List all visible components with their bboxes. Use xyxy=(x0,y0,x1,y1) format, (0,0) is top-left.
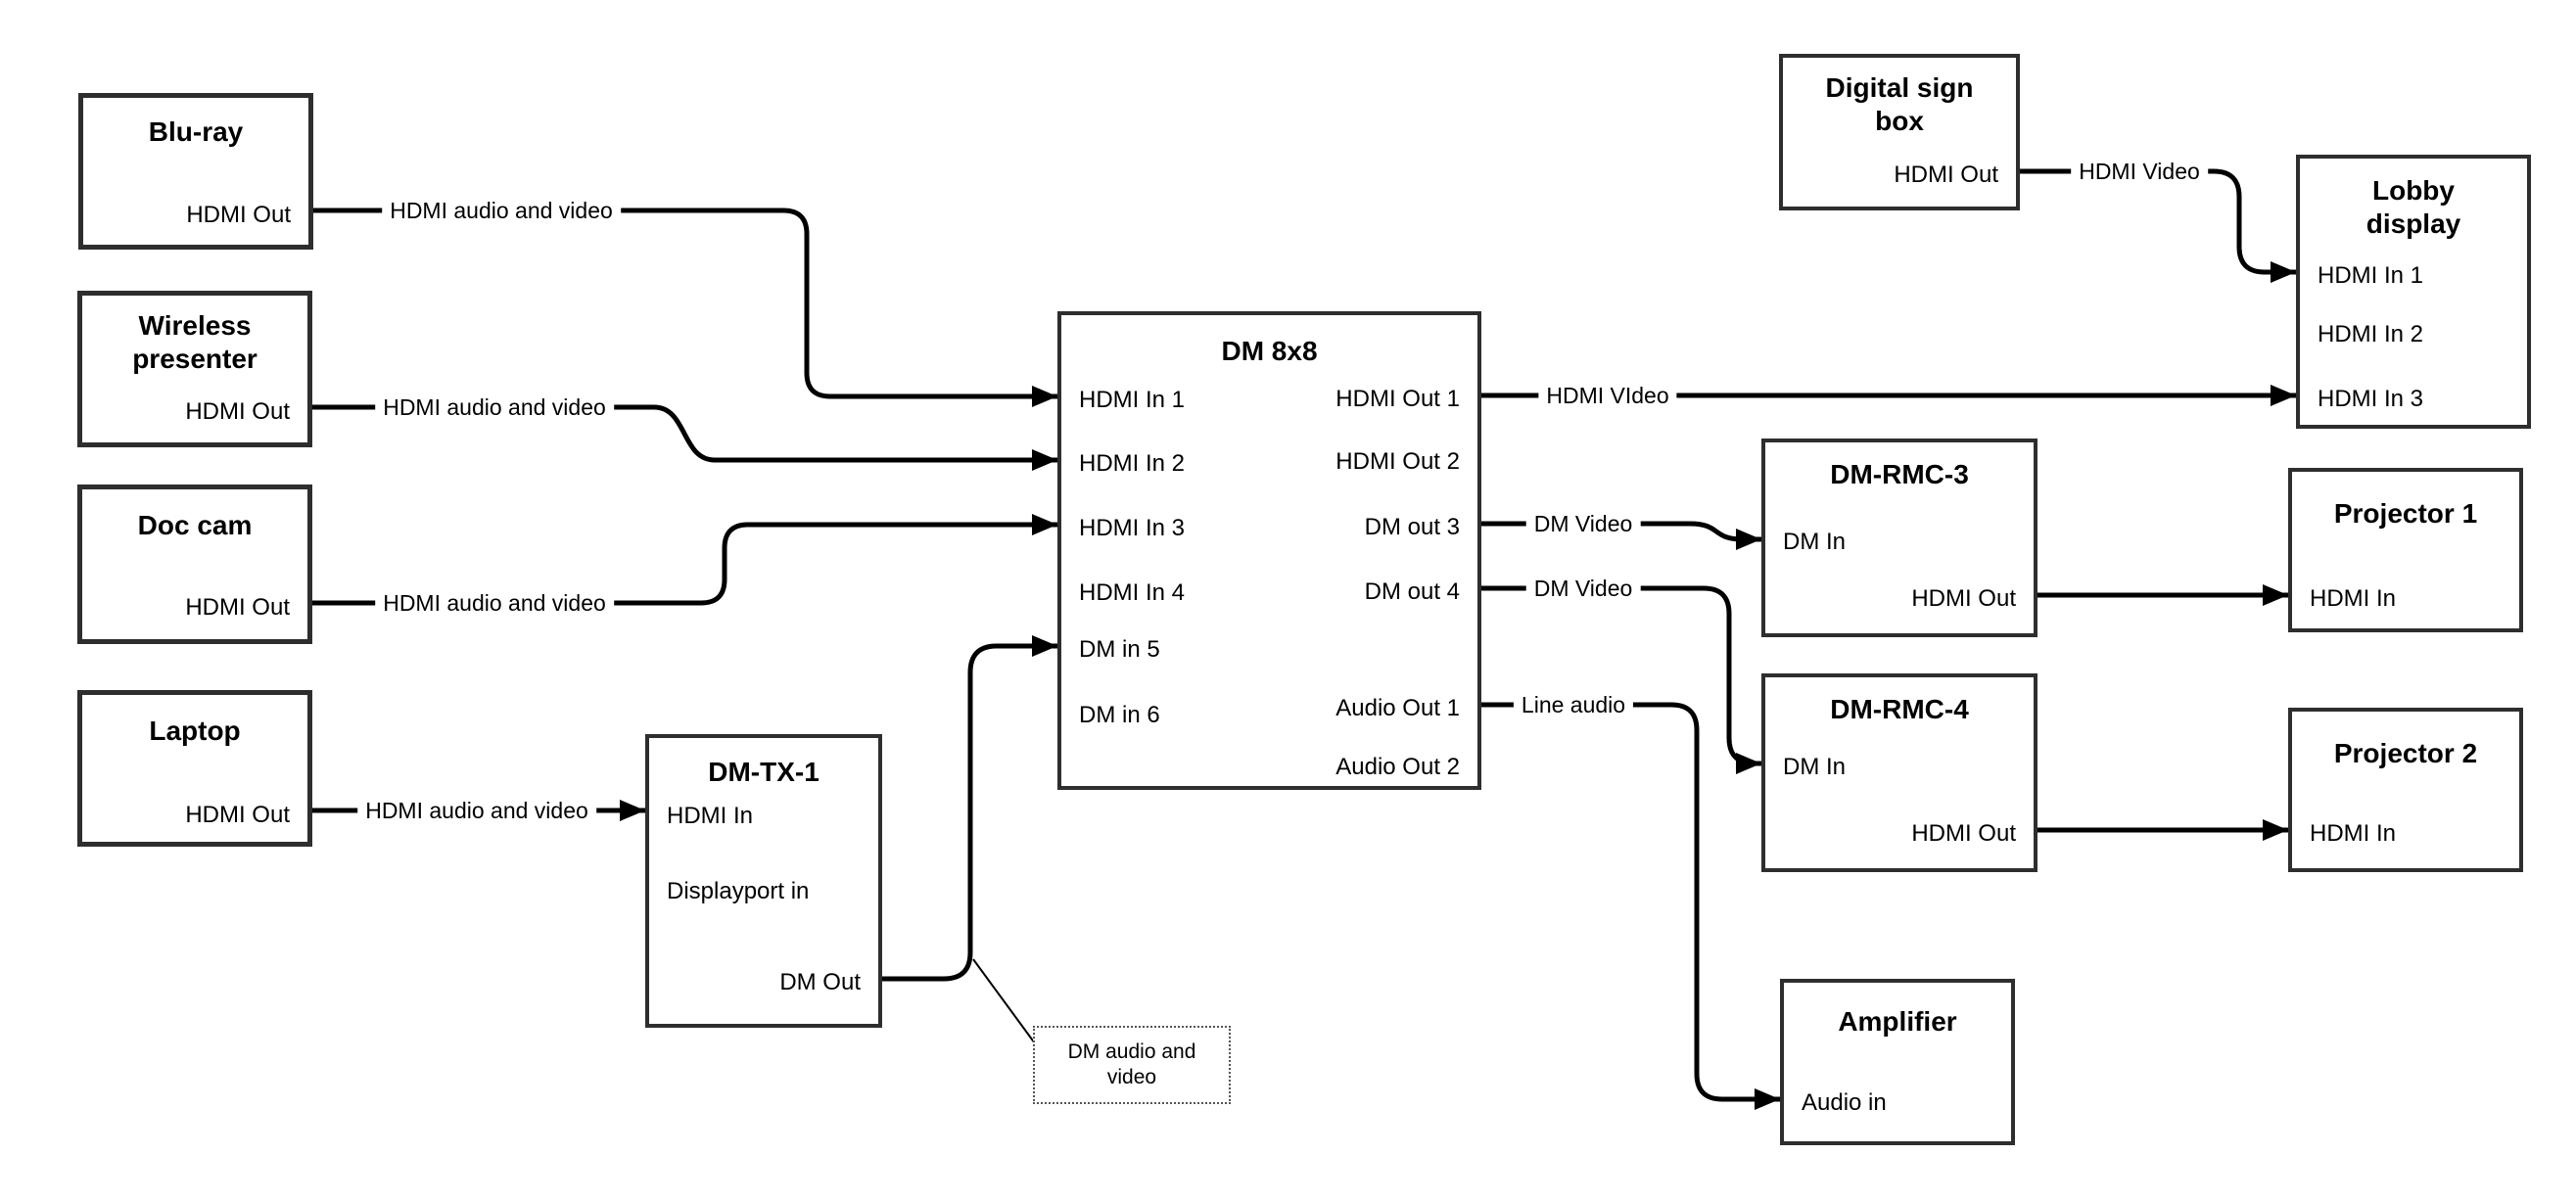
port-hdmi-out: HDMI Out xyxy=(185,398,290,425)
node-title: Amplifier xyxy=(1838,1006,1957,1037)
node-dm-rmc-4: DM-RMC-4 DM In HDMI Out xyxy=(1761,673,2037,872)
edge-label-hdmi-video-sign: HDMI Video xyxy=(2071,158,2208,185)
port-dm-out-4: DM out 4 xyxy=(1364,578,1460,605)
port-dm-in-5: DM in 5 xyxy=(1079,636,1160,663)
port-hdmi-in-3: HDMI In 3 xyxy=(2318,386,2424,412)
port-hdmi-in-2: HDMI In 2 xyxy=(1079,450,1186,477)
node-title: DM-TX-1 xyxy=(708,757,820,787)
node-title: Projector 1 xyxy=(2333,498,2478,529)
port-dm-in-6: DM in 6 xyxy=(1079,702,1160,728)
node-title: Lobby display xyxy=(2365,175,2461,239)
wire-dm8x8-out4-to-rmc4 xyxy=(1481,585,1761,774)
edge-label-dm-video-rmc3: DM Video xyxy=(1525,510,1641,537)
edge-label-laptop-hdmi-av: HDMI audio and video xyxy=(357,797,596,824)
wire-bluray-to-dm8x8-in1 xyxy=(313,208,1057,407)
node-title: Digital sign box xyxy=(1825,72,1974,136)
node-digital-sign-box: Digital sign box HDMI Out xyxy=(1779,54,2020,210)
wire-wireless-to-dm8x8-in2 xyxy=(312,404,1057,471)
port-hdmi-in-1: HDMI In 1 xyxy=(2318,262,2424,289)
node-title: Wireless presenter xyxy=(132,310,258,374)
callout-dm-audio-video: DM audio and video xyxy=(1033,1026,1231,1104)
port-audio-out-1: Audio Out 1 xyxy=(1335,695,1460,721)
node-dm-8x8-switcher: DM 8x8 HDMI In 1 HDMI In 2 HDMI In 3 HDM… xyxy=(1057,311,1481,790)
node-title: DM-RMC-3 xyxy=(1830,459,1969,489)
port-hdmi-out: HDMI Out xyxy=(1911,585,2016,612)
node-projector-2: Projector 2 HDMI In xyxy=(2288,708,2523,872)
node-doc-cam: Doc cam HDMI Out xyxy=(77,485,312,644)
port-dm-in: DM In xyxy=(1783,754,1847,780)
port-hdmi-in-3: HDMI In 3 xyxy=(1079,515,1186,541)
wire-signbox-to-lobby-in1 xyxy=(2020,168,2296,283)
edge-label-hdmi-video-lobby: HDMI VIdeo xyxy=(1538,382,1677,409)
port-audio-out-2: Audio Out 2 xyxy=(1335,754,1460,780)
node-dm-tx-1: DM-TX-1 HDMI In Displayport in DM Out xyxy=(645,734,882,1028)
port-hdmi-out-2: HDMI Out 2 xyxy=(1335,448,1460,475)
node-dm-rmc-3: DM-RMC-3 DM In HDMI Out xyxy=(1761,439,2037,637)
port-displayport-in: Displayport in xyxy=(667,878,810,904)
node-projector-1: Projector 1 HDMI In xyxy=(2288,468,2523,632)
port-hdmi-out: HDMI Out xyxy=(186,202,291,228)
node-title: Doc cam xyxy=(137,510,253,540)
port-audio-in: Audio in xyxy=(1802,1089,1887,1116)
edge-label-line-audio: Line audio xyxy=(1513,691,1634,718)
wire-doccam-to-dm8x8-in3 xyxy=(312,514,1057,606)
port-hdmi-in-2: HDMI In 2 xyxy=(2318,321,2424,347)
edge-label-dm-video-rmc4: DM Video xyxy=(1525,575,1641,602)
edge-label-bluray-hdmi-av: HDMI audio and video xyxy=(382,197,621,224)
port-dm-out-3: DM out 3 xyxy=(1364,514,1460,540)
port-hdmi-in: HDMI In xyxy=(2310,820,2397,847)
port-hdmi-in: HDMI In xyxy=(667,803,754,829)
node-wireless-presenter: Wireless presenter HDMI Out xyxy=(77,291,312,447)
node-lobby-display: Lobby display HDMI In 1 HDMI In 2 HDMI I… xyxy=(2296,155,2531,429)
node-title: DM 8x8 xyxy=(1221,336,1318,366)
port-hdmi-out: HDMI Out xyxy=(185,594,290,621)
node-amplifier: Amplifier Audio in xyxy=(1780,979,2015,1145)
port-hdmi-in-1: HDMI In 1 xyxy=(1079,387,1186,413)
port-dm-in: DM In xyxy=(1783,529,1847,555)
callout-text: DM audio and video xyxy=(1067,1040,1196,1088)
node-title: Laptop xyxy=(149,716,241,746)
callout-leader-line xyxy=(972,958,1036,1044)
edge-label-doccam-hdmi-av: HDMI audio and video xyxy=(375,589,614,617)
port-dm-out: DM Out xyxy=(779,969,861,995)
port-hdmi-in-4: HDMI In 4 xyxy=(1079,579,1186,606)
port-hdmi-out: HDMI Out xyxy=(185,802,290,828)
port-hdmi-out: HDMI Out xyxy=(1911,820,2016,847)
node-laptop: Laptop HDMI Out xyxy=(77,690,312,847)
wire-dmtx1-to-dm8x8-in5 xyxy=(882,635,1057,982)
port-hdmi-out: HDMI Out xyxy=(1894,162,1998,188)
port-hdmi-in: HDMI In xyxy=(2310,585,2397,612)
node-title: Blu-ray xyxy=(148,116,244,147)
wire-dm8x8-aout1-to-amp xyxy=(1481,702,1780,1110)
node-title: DM-RMC-4 xyxy=(1830,694,1969,724)
port-hdmi-out-1: HDMI Out 1 xyxy=(1335,386,1460,412)
node-bluray: Blu-ray HDMI Out xyxy=(78,93,313,250)
node-title: Projector 2 xyxy=(2333,738,2478,768)
edge-label-wireless-hdmi-av: HDMI audio and video xyxy=(375,393,614,421)
wire-dm8x8-out3-to-rmc3 xyxy=(1481,521,1761,550)
